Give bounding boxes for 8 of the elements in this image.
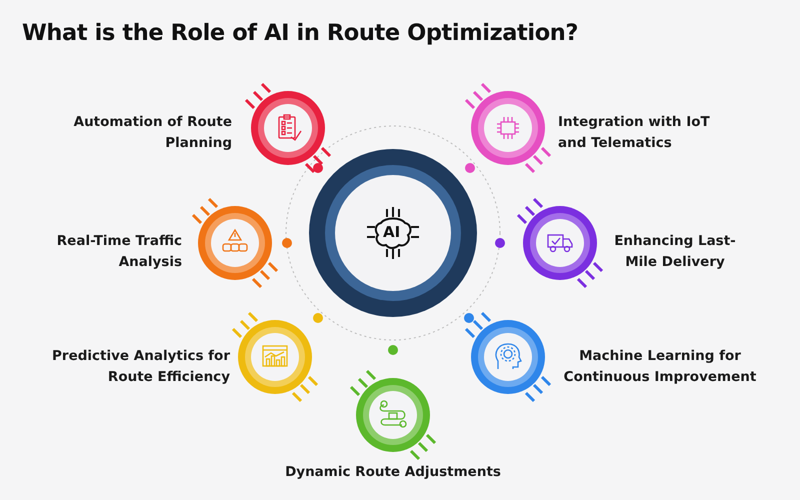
topic-label: Automation of Route Planning [60, 112, 232, 154]
title: What is the Role of AI in Route Optimization? [22, 20, 578, 46]
topic-label: Real-Time Traffic Analysis [40, 231, 182, 273]
topic-label: Machine Learning for Continuous Improvement [560, 346, 760, 388]
topic-label: Dynamic Route Adjustments [273, 462, 513, 483]
topic-label: Integration with IoT and Telematics [558, 112, 738, 154]
topic-label: Enhancing Last-Mile Delivery [610, 231, 740, 273]
topic-label: Predictive Analytics for Route Efficiency [40, 346, 230, 388]
